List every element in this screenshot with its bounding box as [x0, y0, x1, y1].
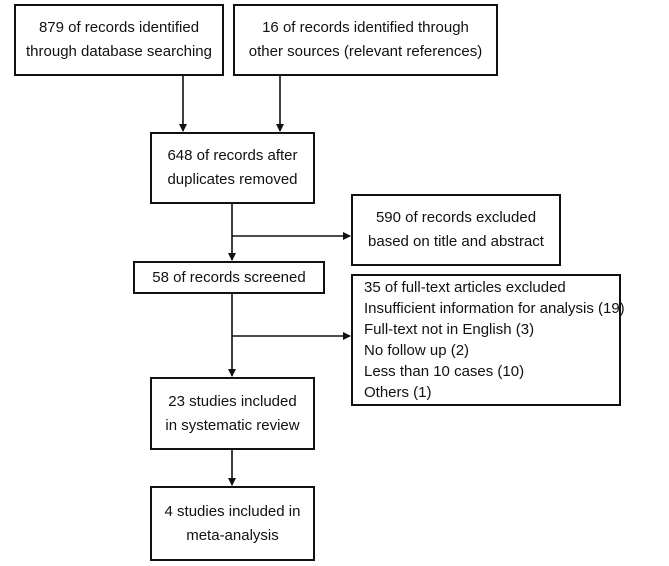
records-after-duplicates-box: 648 of records after duplicates removed	[150, 132, 315, 204]
excluded-fulltext-line-4: No follow up (2)	[364, 342, 470, 359]
records-other-sources-box: 16 of records identified through other s…	[233, 4, 498, 76]
meta-analysis-line-1: 4 studies included in	[164, 502, 301, 520]
excluded-title-line-2: based on title and abstract	[368, 233, 544, 250]
excluded-fulltext-line-1: 35 of full-text articles excluded	[364, 279, 566, 296]
meta-analysis-box: 4 studies included in meta-analysis	[150, 486, 315, 561]
records-screened-line-1: 58 of records screened	[152, 268, 306, 286]
systematic-review-line-2: in systematic review	[165, 416, 300, 434]
records-dedup-line-1: 648 of records after	[167, 147, 298, 164]
excluded-fulltext-line-3: Full-text not in English (3)	[364, 321, 535, 338]
records-database-box: 879 of records identified through databa…	[14, 4, 224, 76]
records-database-line-2: through database searching	[26, 43, 212, 60]
records-database-line-1: 879 of records identified	[38, 19, 200, 36]
meta-analysis-line-2: meta-analysis	[186, 526, 279, 544]
excluded-title-line-1: 590 of records excluded	[375, 209, 537, 226]
excluded-fulltext-line-2: Insufficient information for analysis (1…	[364, 300, 625, 317]
excluded-full-text-box: 35 of full-text articles excluded Insuff…	[351, 274, 625, 406]
excluded-fulltext-line-5: Less than 10 cases (10)	[364, 363, 525, 380]
excluded-title-abstract-box: 590 of records excluded based on title a…	[351, 194, 561, 266]
systematic-review-box: 23 studies included in systematic review	[150, 377, 315, 450]
records-other-line-2: other sources (relevant references)	[248, 43, 483, 60]
records-other-line-1: 16 of records identified through	[262, 19, 469, 36]
records-screened-box: 58 of records screened	[133, 261, 325, 294]
records-dedup-line-2: duplicates removed	[167, 171, 298, 188]
excluded-fulltext-line-6: Others (1)	[364, 384, 432, 401]
systematic-review-line-1: 23 studies included	[168, 392, 297, 410]
